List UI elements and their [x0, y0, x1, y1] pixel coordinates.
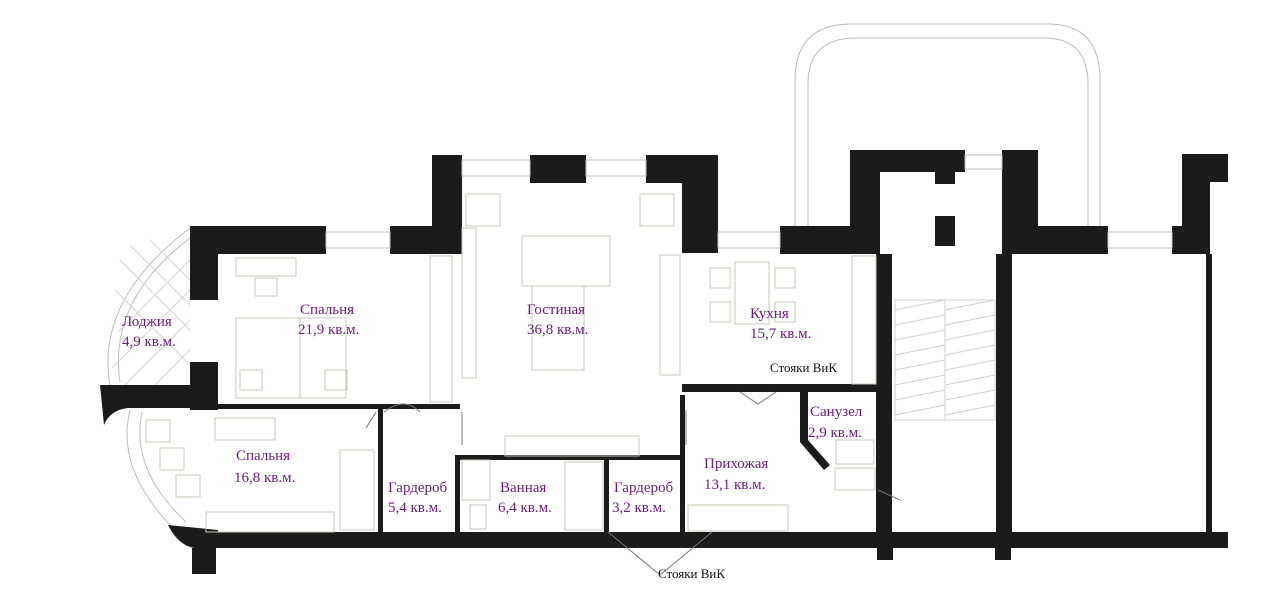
room-wc: Санузел 2,9 кв.м. — [808, 404, 863, 441]
room-loggia: Лоджия 4,9 кв.м. — [122, 314, 176, 350]
wc-area: 2,9 кв.м. — [808, 425, 862, 441]
wardrobe1-name: Гардероб — [388, 480, 448, 496]
wardrobe1-area: 5,4 кв.м. — [388, 500, 442, 516]
wardrobe2-area: 3,2 кв.м. — [612, 500, 666, 516]
risers-bottom-label: Стояки ВиК — [658, 566, 725, 581]
hallway-area: 13,1 кв.м. — [704, 477, 765, 493]
risers-kitchen-label: Стояки ВиК — [770, 360, 837, 375]
bathroom-name: Ванная — [500, 480, 546, 496]
kitchen-area: 15,7 кв.м. — [750, 326, 811, 342]
balcony-outline — [794, 23, 1101, 228]
bedroom1-area: 21,9 кв.м. — [298, 322, 359, 338]
living-name: Гостиная — [527, 302, 585, 318]
doors — [365, 391, 901, 576]
room-bedroom2: Спальня 16,8 кв.м. — [234, 448, 295, 486]
windows — [325, 154, 1173, 249]
room-wardrobe1: Гардероб 5,4 кв.м. — [388, 480, 448, 516]
bathroom-area: 6,4 кв.м. — [498, 500, 552, 516]
furniture — [145, 193, 877, 533]
loggia-name: Лоджия — [122, 314, 172, 330]
room-kitchen: Кухня 15,7 кв.м. — [750, 306, 811, 342]
room-bathroom: Ванная 6,4 кв.м. — [498, 480, 552, 516]
room-wardrobe2: Гардероб 3,2 кв.м. — [612, 480, 674, 516]
kitchen-name: Кухня — [750, 306, 789, 322]
bedroom2-curve — [126, 409, 187, 531]
wardrobe2-name: Гардероб — [614, 480, 674, 496]
loggia-area: 4,9 кв.м. — [122, 334, 176, 350]
room-hallway: Прихожая 13,1 кв.м. — [704, 456, 768, 493]
room-bedroom1: Спальня 21,9 кв.м. — [298, 302, 359, 338]
loggia-area — [107, 227, 191, 386]
hallway-name: Прихожая — [704, 456, 768, 472]
room-living: Гостиная 36,8 кв.м. — [527, 302, 588, 338]
bedroom2-name: Спальня — [236, 448, 290, 464]
living-area: 36,8 кв.м. — [527, 322, 588, 338]
bedroom2-area: 16,8 кв.м. — [234, 470, 295, 486]
wc-name: Санузел — [810, 404, 863, 420]
walls — [100, 150, 1228, 574]
staircase — [894, 299, 996, 421]
bedroom1-name: Спальня — [300, 302, 354, 318]
